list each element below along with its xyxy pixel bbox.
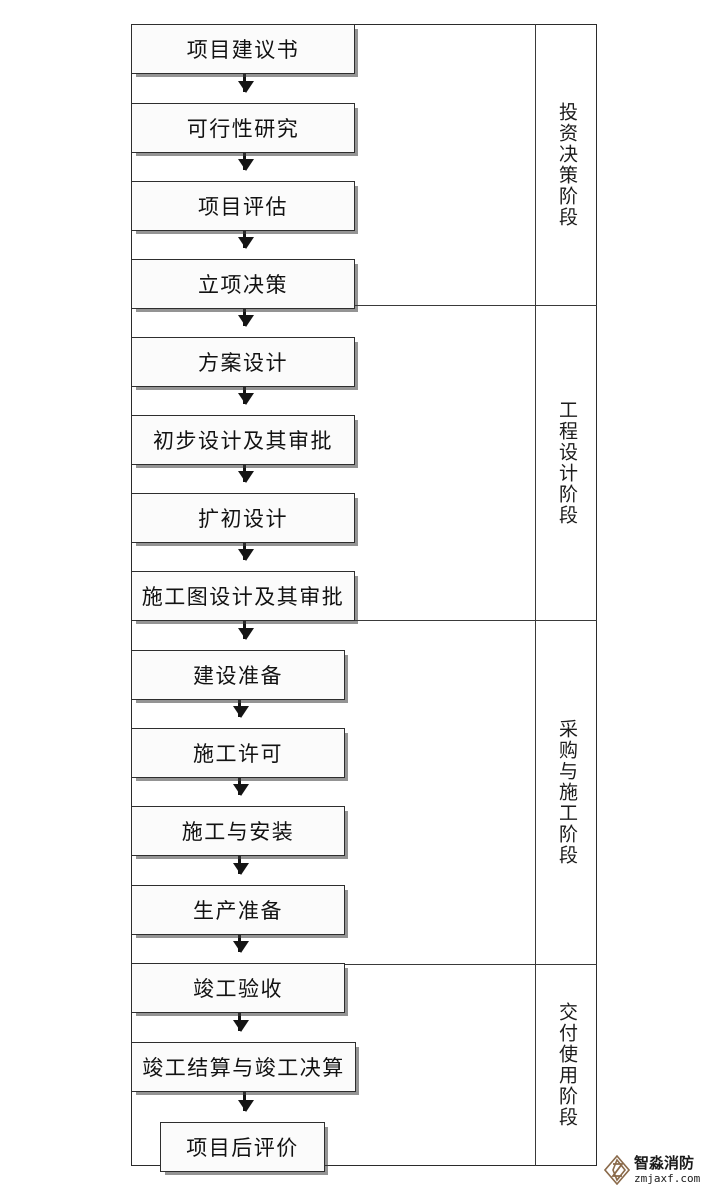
watermark-brand: 智淼消防	[634, 1154, 695, 1172]
phase-label-1: 投资决策阶段	[555, 101, 578, 228]
connector-arrow-1	[238, 74, 254, 93]
process-node: 项目评估	[131, 181, 355, 231]
process-node: 项目建议书	[131, 24, 355, 74]
connector-arrow-14	[238, 1092, 254, 1112]
process-node: 竣工结算与竣工决算	[131, 1042, 356, 1092]
phase-label-2: 工程设计阶段	[555, 399, 578, 526]
connector-arrow-6	[238, 465, 254, 483]
process-node: 施工图设计及其审批	[131, 571, 355, 621]
process-node: 施工许可	[131, 728, 345, 778]
watermark-text: 智淼消防 zmjaxf.com	[634, 1154, 701, 1185]
phase-column-divider	[535, 24, 536, 1166]
phase-row-divider-1	[131, 305, 597, 306]
connector-arrow-13	[233, 1013, 249, 1032]
process-node: 建设准备	[131, 650, 345, 700]
connector-arrow-11	[233, 856, 249, 875]
process-node: 竣工验收	[131, 963, 345, 1013]
connector-arrow-2	[238, 153, 254, 171]
connector-arrow-8	[238, 621, 254, 640]
connector-arrow-3	[238, 231, 254, 249]
phase-row-divider-2	[131, 620, 597, 621]
process-node: 立项决策	[131, 259, 355, 309]
process-node: 项目后评价	[160, 1122, 325, 1172]
connector-arrow-10	[233, 778, 249, 796]
process-node: 扩初设计	[131, 493, 355, 543]
connector-arrow-12	[233, 935, 249, 953]
phase-label-4: 交付使用阶段	[555, 1002, 578, 1128]
connector-arrow-5	[238, 387, 254, 405]
phase-label-3: 采购与施工阶段	[555, 718, 578, 866]
watermark: 智淼消防 zmjaxf.com	[604, 1155, 700, 1185]
connector-arrow-9	[233, 700, 249, 718]
watermark-url: zmjaxf.com	[634, 1172, 701, 1185]
process-node: 施工与安装	[131, 806, 345, 856]
process-node: 生产准备	[131, 885, 345, 935]
process-node: 可行性研究	[131, 103, 355, 153]
diamond-z-logo-icon	[604, 1155, 630, 1185]
process-node: 初步设计及其审批	[131, 415, 355, 465]
connector-arrow-7	[238, 543, 254, 561]
connector-arrow-4	[238, 309, 254, 327]
process-node: 方案设计	[131, 337, 355, 387]
phase-row-divider-3	[131, 964, 597, 965]
